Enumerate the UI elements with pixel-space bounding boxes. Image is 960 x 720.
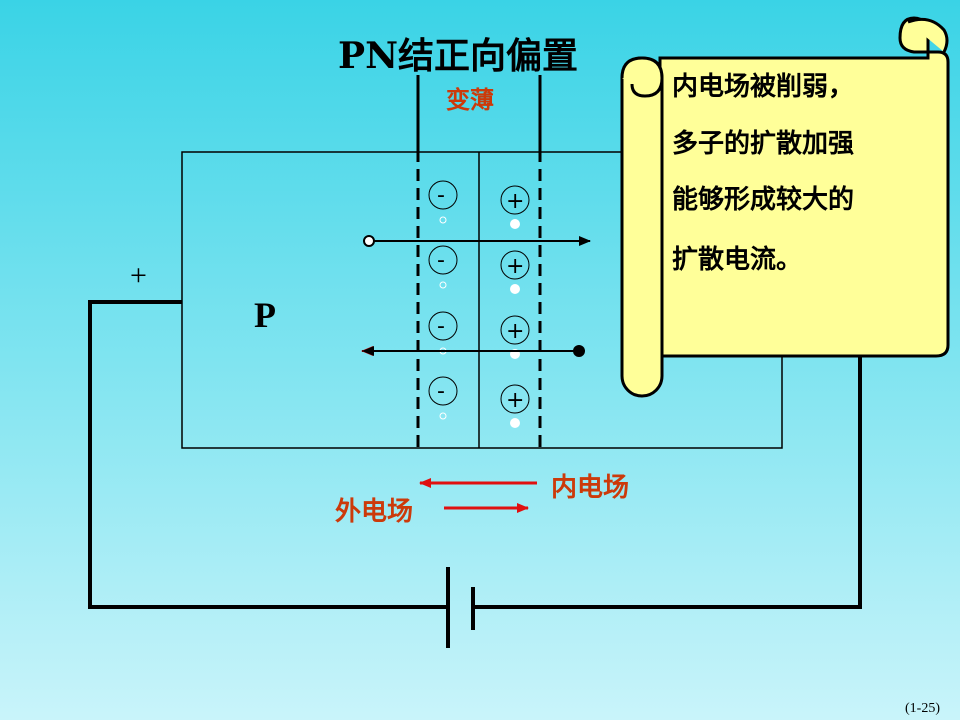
svg-text:+: + bbox=[506, 319, 524, 344]
svg-text:+: + bbox=[506, 189, 524, 214]
page-title: PN结正向偏置 bbox=[338, 35, 578, 77]
scroll-line-3: 能够形成较大的 bbox=[672, 184, 854, 215]
outer-field-label: 外电场 bbox=[335, 497, 413, 527]
page-number: (1-25) bbox=[905, 701, 940, 716]
positive-ion: + bbox=[500, 384, 530, 428]
scroll-line-4: 扩散电流。 bbox=[672, 245, 802, 275]
positive-ion: + bbox=[500, 250, 530, 294]
svg-text:-: - bbox=[437, 314, 445, 339]
svg-text:+: + bbox=[506, 254, 524, 279]
inner-field-label: 内电场 bbox=[551, 473, 629, 503]
positive-ion: + bbox=[500, 315, 530, 359]
electron-carrier-icon bbox=[573, 345, 585, 357]
electron-arrow-head bbox=[362, 346, 374, 356]
svg-text:-: - bbox=[437, 379, 445, 404]
negative-ion: - bbox=[428, 311, 458, 355]
hole-carrier-icon bbox=[363, 235, 375, 247]
svg-text:+: + bbox=[506, 388, 524, 413]
negative-ion: - bbox=[428, 245, 458, 289]
scroll-line-1: 内电场被削弱， bbox=[672, 72, 854, 102]
positive-sign: + bbox=[130, 259, 147, 292]
negative-ion: - bbox=[428, 180, 458, 224]
negative-ion: - bbox=[428, 376, 458, 420]
circuit-wire-left bbox=[88, 300, 448, 609]
svg-text:-: - bbox=[437, 248, 445, 273]
svg-text:-: - bbox=[437, 183, 445, 208]
explanation-scroll: 内电场被削弱， 多子的扩散加强 能够形成较大的 扩散电流。 bbox=[620, 16, 950, 398]
p-region-label: P bbox=[254, 295, 276, 335]
positive-ion: + bbox=[500, 185, 530, 229]
scroll-line-2: 多子的扩散加强 bbox=[672, 128, 854, 159]
thin-label: 变薄 bbox=[446, 86, 494, 114]
